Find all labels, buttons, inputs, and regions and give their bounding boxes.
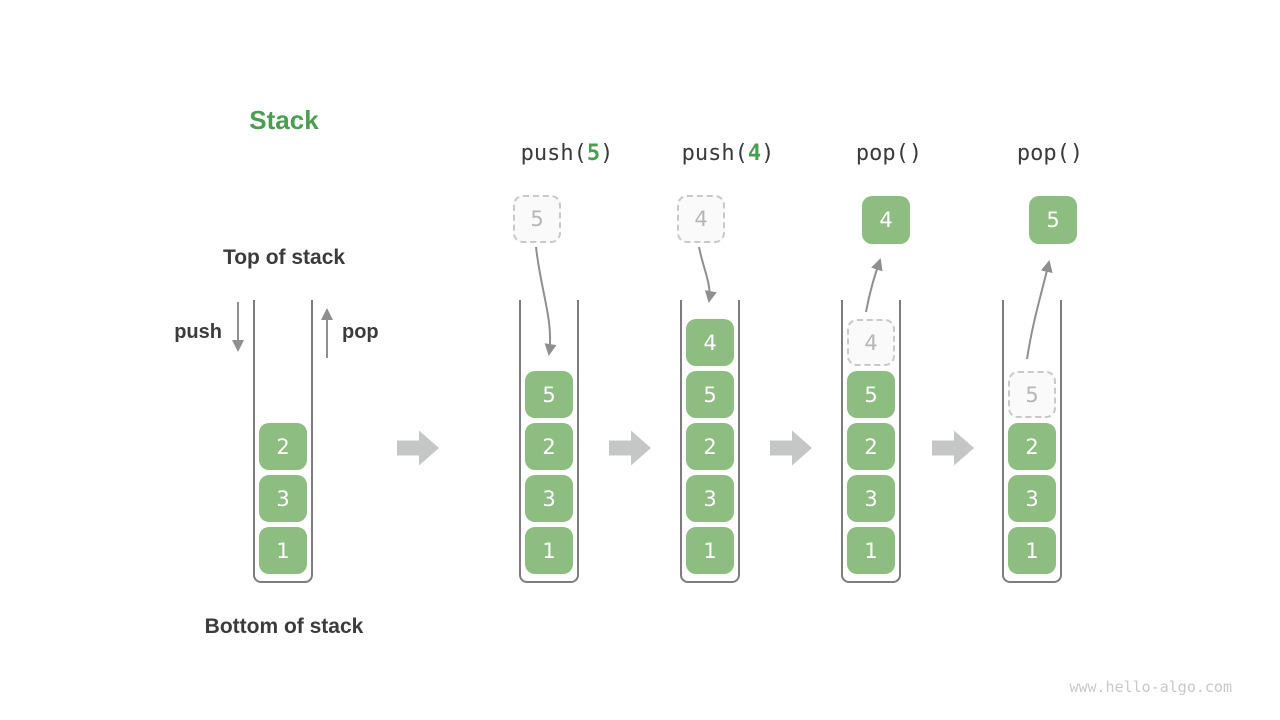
op-text: pop() <box>1016 141 1084 166</box>
step-arrow-icon <box>932 430 974 466</box>
op-text: push( <box>520 141 587 166</box>
stack-item: 4 <box>686 319 734 366</box>
stack-item: 1 <box>1008 527 1056 574</box>
removed-item-ghost: 5 <box>1008 371 1056 418</box>
op-text: ) <box>761 141 775 166</box>
stack-item: 2 <box>1008 423 1056 470</box>
stack-item: 3 <box>259 475 307 522</box>
incoming-value-box: 5 <box>513 195 561 243</box>
stack-container-initial: 2 3 1 <box>253 300 313 583</box>
op-text: ) <box>600 141 614 166</box>
stack-item: 1 <box>686 527 734 574</box>
step-arrow-icon <box>770 430 812 466</box>
op-text: push( <box>681 141 748 166</box>
top-of-stack-label: Top of stack <box>222 246 346 269</box>
op-label-push-4: push(4) <box>668 141 788 166</box>
stack-item: 2 <box>686 423 734 470</box>
stack-container-after-push-5: 5 2 3 1 <box>519 300 579 583</box>
step-arrow-icon <box>609 430 651 466</box>
stack-item: 1 <box>847 527 895 574</box>
op-label-pop-1: pop() <box>829 141 949 166</box>
stack-item: 5 <box>525 371 573 418</box>
op-arg: 5 <box>586 141 601 166</box>
stack-item: 2 <box>259 423 307 470</box>
stack-item: 2 <box>525 423 573 470</box>
stack-item: 3 <box>847 475 895 522</box>
incoming-value-box: 4 <box>677 195 725 243</box>
op-label-pop-2: pop() <box>990 141 1110 166</box>
stack-item: 5 <box>847 371 895 418</box>
watermark: www.hello-algo.com <box>1069 678 1232 696</box>
popped-value-box: 5 <box>1029 196 1077 244</box>
removed-item-ghost: 4 <box>847 319 895 366</box>
step-arrow-icon <box>397 430 439 466</box>
stack-item: 3 <box>1008 475 1056 522</box>
op-arg: 4 <box>747 141 762 166</box>
stack-item: 5 <box>686 371 734 418</box>
push-direction-label: push <box>174 321 222 343</box>
op-text: pop() <box>855 141 923 166</box>
stack-container-after-pop-2: 5 2 3 1 <box>1002 300 1062 583</box>
stack-container-after-pop-1: 4 5 2 3 1 <box>841 300 901 583</box>
pop-direction-label: pop <box>342 321 379 343</box>
stack-item: 3 <box>686 475 734 522</box>
stack-item: 1 <box>259 527 307 574</box>
op-label-push-5: push(5) <box>507 141 627 166</box>
stack-item: 2 <box>847 423 895 470</box>
stack-container-after-push-4: 4 5 2 3 1 <box>680 300 740 583</box>
stack-item: 3 <box>525 475 573 522</box>
diagram-title: Stack <box>249 105 319 135</box>
popped-value-box: 4 <box>862 196 910 244</box>
push-4-curve-arrow <box>698 246 717 303</box>
bottom-of-stack-label: Bottom of stack <box>204 615 364 638</box>
stack-item: 1 <box>525 527 573 574</box>
